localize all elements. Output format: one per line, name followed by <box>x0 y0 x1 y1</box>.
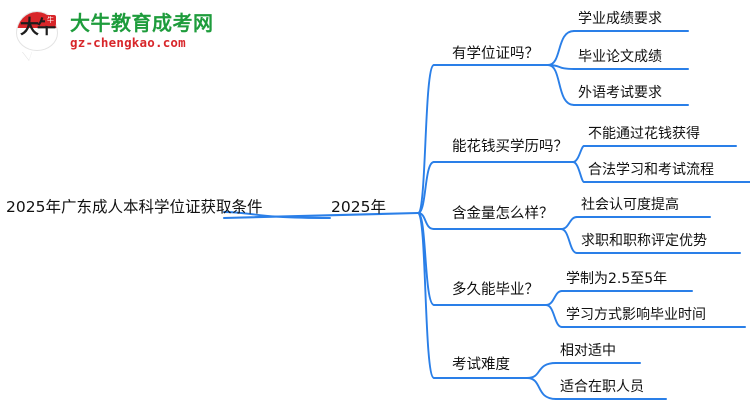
branch-curve-2 <box>417 212 435 230</box>
leaf-curve-2-1 <box>560 228 578 254</box>
logo-url: gz-chengkao.com <box>70 35 186 51</box>
logo-mark-icon: 大牛 牛 <box>14 9 62 60</box>
root-node[interactable]: 2025年广东成人本科学位证获取条件 <box>6 198 263 216</box>
leaf-node-0-0[interactable]: 学业成绩要求 <box>578 11 662 27</box>
logo-title: 大牛教育成考网 <box>70 11 214 36</box>
center-node[interactable]: 2025年 <box>331 198 386 216</box>
branch-curve-4 <box>417 212 435 379</box>
site-logo[interactable]: 大牛 牛 大牛教育成考网 gz-chengkao.com <box>14 6 213 60</box>
branch-node-0[interactable]: 有学位证吗？ <box>452 46 539 62</box>
logo-tail-shape <box>22 51 32 60</box>
branch-node-3[interactable]: 多久能毕业？ <box>452 282 539 298</box>
leaf-node-4-1[interactable]: 适合在职人员 <box>560 379 644 395</box>
leaf-node-1-0[interactable]: 不能通过花钱获得 <box>588 126 700 142</box>
leaf-node-3-0[interactable]: 学制为2.5至5年 <box>566 271 668 287</box>
logo-text-block: 大牛教育成考网 gz-chengkao.com <box>70 12 214 51</box>
leaf-curve-2-0 <box>560 216 578 230</box>
leaf-curve-0-0 <box>547 30 575 66</box>
branch-node-2[interactable]: 含金量怎么样？ <box>452 206 554 222</box>
branch-curve-3 <box>417 212 435 306</box>
branch-curve-0 <box>417 64 435 214</box>
leaf-node-1-1[interactable]: 合法学习和考试流程 <box>588 162 714 178</box>
branch-node-1[interactable]: 能花钱买学历吗？ <box>452 139 568 155</box>
leaf-node-0-2[interactable]: 外语考试要求 <box>578 85 662 101</box>
leaf-curve-1-1 <box>572 161 585 183</box>
leaf-curve-4-0 <box>526 362 557 379</box>
leaf-curve-4-1 <box>526 377 557 400</box>
leaf-curve-0-1 <box>547 64 575 70</box>
branch-node-4[interactable]: 考试难度 <box>452 357 510 373</box>
leaf-node-2-0[interactable]: 社会认可度提高 <box>581 197 679 213</box>
leaf-node-3-1[interactable]: 学习方式影响毕业时间 <box>566 307 706 323</box>
leaf-curve-3-0 <box>545 290 563 306</box>
leaf-node-4-0[interactable]: 相对适中 <box>560 343 616 359</box>
leaf-node-0-1[interactable]: 毕业论文成绩 <box>578 49 662 65</box>
leaf-curve-3-1 <box>545 304 563 328</box>
leaf-curve-1-0 <box>572 145 585 163</box>
branch-curve-1 <box>417 161 435 214</box>
logo-seal-icon: 牛 <box>45 15 56 26</box>
leaf-node-2-1[interactable]: 求职和职称评定优势 <box>581 233 707 249</box>
leaf-curve-0-2 <box>547 64 575 106</box>
